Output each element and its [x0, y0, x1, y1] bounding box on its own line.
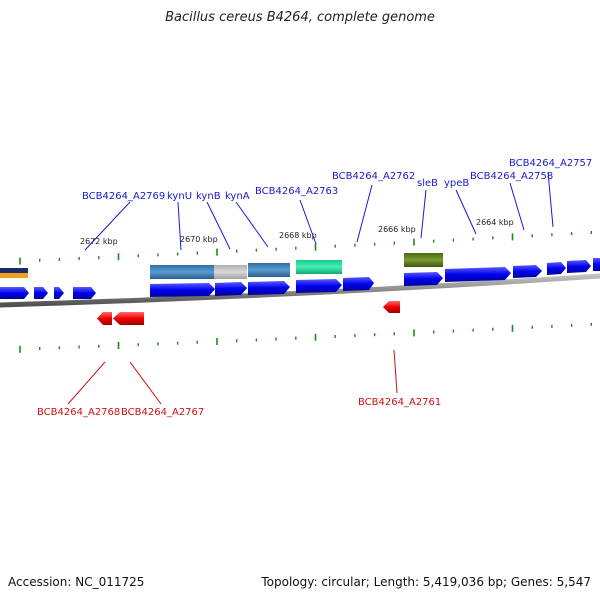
- gene-label-A2769[interactable]: BCB4264_A2769: [82, 191, 165, 202]
- gene-label-A2762[interactable]: BCB4264_A2762: [332, 171, 415, 182]
- gene-label-kynU[interactable]: kynU: [167, 191, 192, 202]
- feature-bar-edge-orange[interactable]: [0, 273, 28, 278]
- scale-label-2672: 2672 kbp: [80, 237, 118, 246]
- feature-bar-kynB[interactable]: [214, 265, 247, 279]
- gene-label-A2763[interactable]: BCB4264_A2763: [255, 186, 338, 197]
- tick-ring-top: [19, 231, 592, 265]
- forward-gene-edge[interactable]: [593, 258, 600, 271]
- forward-gene-1[interactable]: [0, 287, 29, 299]
- forward-gene-3[interactable]: [54, 287, 64, 299]
- tick-ring-bottom: [19, 322, 592, 353]
- forward-gene-kynU[interactable]: [150, 283, 215, 297]
- feature-bars: [0, 253, 443, 279]
- accession-text: Accession: NC_011725: [8, 575, 145, 589]
- forward-gene-A2769[interactable]: [73, 287, 96, 299]
- leader-lines-forward: [84, 171, 554, 251]
- feature-bar-sleB[interactable]: [404, 253, 443, 267]
- reverse-labels: BCB4264_A2768 BCB4264_A2767 BCB4264_A276…: [37, 397, 441, 418]
- forward-gene-A2757a[interactable]: [547, 262, 566, 275]
- forward-gene-kynB[interactable]: [215, 282, 247, 296]
- forward-genes: [0, 258, 600, 299]
- forward-labels: BCB4264_A2769 kynU kynB kynA BCB4264_A27…: [82, 158, 592, 202]
- gene-label-A2768[interactable]: BCB4264_A2768: [37, 407, 120, 418]
- scale-label-2666: 2666 kbp: [378, 225, 416, 234]
- scale-label-2668: 2668 kbp: [279, 231, 317, 240]
- gene-label-A2761[interactable]: BCB4264_A2761: [358, 397, 441, 408]
- feature-bar-edge-navy[interactable]: [0, 268, 28, 273]
- forward-gene-2[interactable]: [34, 287, 48, 299]
- forward-gene-sleB[interactable]: [404, 272, 443, 286]
- gene-label-sleB[interactable]: sleB: [417, 178, 438, 189]
- forward-gene-kynA[interactable]: [248, 281, 290, 295]
- reverse-gene-A2761[interactable]: [383, 301, 400, 313]
- gene-label-A2767[interactable]: BCB4264_A2767: [121, 407, 204, 418]
- gene-label-ypeB[interactable]: ypeB: [444, 178, 469, 189]
- forward-gene-ypeB[interactable]: [445, 267, 511, 282]
- forward-gene-A2757b[interactable]: [567, 260, 591, 273]
- feature-bar-kynU[interactable]: [150, 265, 214, 279]
- scale-label-2664: 2664 kbp: [476, 218, 514, 227]
- gene-label-kynB[interactable]: kynB: [196, 191, 221, 202]
- forward-gene-A2758[interactable]: [513, 265, 542, 278]
- feature-bar-A2763[interactable]: [296, 260, 342, 274]
- forward-gene-A2763[interactable]: [296, 279, 342, 293]
- genome-title: Bacillus cereus B4264, complete genome: [165, 10, 435, 25]
- reverse-gene-A2768[interactable]: [97, 312, 112, 325]
- forward-gene-A2762[interactable]: [343, 277, 374, 291]
- genome-backbone: [0, 273, 600, 308]
- reverse-gene-A2767[interactable]: [113, 312, 144, 325]
- gene-label-kynA[interactable]: kynA: [225, 191, 250, 202]
- genome-summary-text: Topology: circular; Length: 5,419,036 bp…: [261, 575, 591, 589]
- leader-lines-reverse: [67, 349, 398, 405]
- feature-bar-kynA[interactable]: [248, 263, 290, 277]
- scale-label-2670: 2670 kbp: [180, 235, 218, 244]
- gene-label-A2758[interactable]: BCB4264_A2758: [470, 171, 553, 182]
- gene-label-A2757[interactable]: BCB4264_A2757: [509, 158, 592, 169]
- reverse-genes: [97, 301, 400, 325]
